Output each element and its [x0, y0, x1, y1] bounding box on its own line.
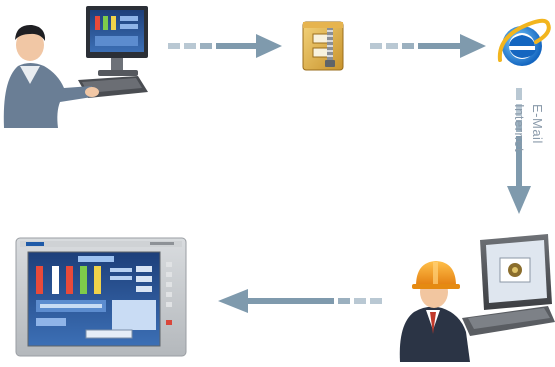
touch-panel-hmi-icon	[15, 237, 187, 357]
zip-archive-icon	[302, 21, 344, 71]
person-at-computer-icon	[3, 6, 148, 128]
internet-explorer-icon	[497, 18, 551, 66]
flow-arrow-1	[168, 34, 282, 58]
email-edge-label: E-Mail	[530, 104, 545, 144]
engineer-with-laptop-icon	[399, 234, 555, 362]
flow-arrow-2	[370, 34, 486, 58]
flow-arrow-3	[507, 88, 531, 214]
flow-arrow-4	[218, 289, 382, 313]
internet-edge-label: Internet	[512, 104, 527, 153]
